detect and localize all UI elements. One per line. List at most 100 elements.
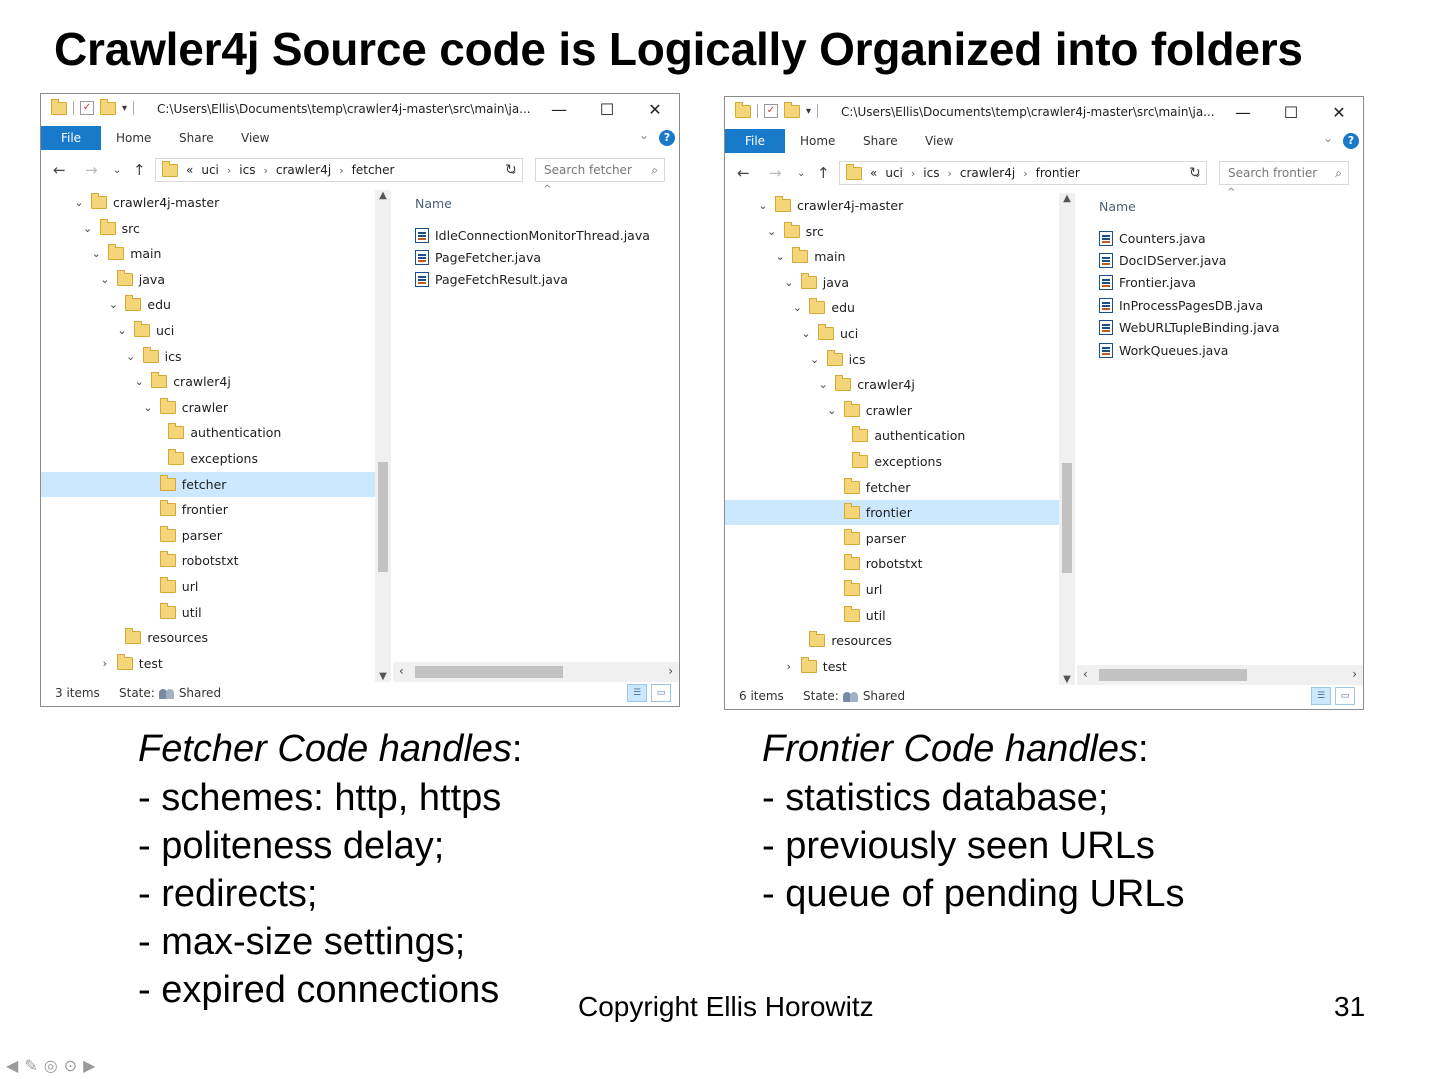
file-item[interactable]: WorkQueues.java (1099, 339, 1228, 361)
tree-item-crawler[interactable]: ⌄crawler (41, 395, 375, 420)
tree-item-crawler4j[interactable]: ⌄crawler4j (725, 372, 1059, 397)
search-input[interactable]: Search frontier ⌕ (1219, 161, 1349, 185)
tree-item-test[interactable]: ›test (41, 651, 375, 676)
refresh-icon[interactable]: ↻ (505, 162, 517, 178)
breadcrumb-item[interactable]: uci (201, 163, 219, 177)
chevron-down-icon[interactable]: ⌄ (775, 250, 785, 264)
chevron-right-icon[interactable]: › (1023, 166, 1028, 180)
tab-share[interactable]: Share (863, 134, 898, 148)
details-view-icon[interactable]: ☰ (1311, 687, 1331, 705)
tab-home[interactable]: Home (800, 134, 836, 148)
tree-item-main[interactable]: ⌄main (41, 241, 375, 266)
tab-home[interactable]: Home (116, 131, 152, 145)
tree-item-test[interactable]: ›test (725, 654, 1059, 679)
tree-scrollbar[interactable]: ▲ ▼ (375, 190, 391, 682)
tree-scrollbar[interactable]: ▲ ▼ (1059, 193, 1075, 685)
tree-item-ics[interactable]: ⌄ics (725, 347, 1059, 372)
previous-slide-icon[interactable]: ◀ (6, 1058, 19, 1075)
tree-item-java[interactable]: ⌄java (41, 267, 375, 292)
file-item[interactable]: DocIDServer.java (1099, 249, 1226, 271)
chevron-down-icon[interactable]: ⌄ (818, 378, 828, 392)
back-arrow-icon[interactable]: ← (53, 161, 66, 179)
chevron-down-icon[interactable]: ⌄ (117, 324, 127, 337)
large-icons-view-icon[interactable]: ▭ (651, 684, 671, 702)
file-item[interactable]: PageFetcher.java (415, 246, 541, 268)
tree-item-parser[interactable]: parser (725, 526, 1059, 551)
scrollbar-thumb[interactable] (1099, 669, 1247, 681)
new-folder-icon[interactable] (100, 98, 116, 115)
file-item[interactable]: Counters.java (1099, 227, 1206, 249)
scroll-right-icon[interactable]: › (1352, 667, 1357, 681)
address-bar[interactable]: « uci › ics › crawler4j › frontier ⌄ (839, 161, 1207, 185)
chevron-right-icon[interactable]: › (339, 163, 344, 177)
file-item[interactable]: IdleConnectionMonitorThread.java (415, 224, 650, 246)
chevron-down-icon[interactable]: ⌄ (143, 400, 153, 414)
tab-file[interactable]: File (725, 129, 785, 153)
file-item[interactable]: WebURLTupleBinding.java (1099, 317, 1280, 339)
forward-arrow-icon[interactable]: → (85, 161, 98, 179)
slide-sorter-icon[interactable]: ◎ (43, 1058, 58, 1075)
scroll-up-icon[interactable]: ▲ (379, 190, 387, 201)
tree-item-frontier[interactable]: frontier (725, 500, 1059, 526)
large-icons-view-icon[interactable]: ▭ (1335, 687, 1355, 705)
scroll-down-icon[interactable]: ▼ (1063, 674, 1071, 685)
chevron-down-icon[interactable]: ⌄ (766, 224, 777, 238)
chevron-down-icon[interactable]: ⌄ (125, 349, 136, 363)
scrollbar-thumb[interactable] (415, 666, 563, 678)
scroll-up-icon[interactable]: ▲ (1063, 193, 1071, 204)
breadcrumb-item[interactable]: ics (923, 166, 940, 180)
chevron-down-icon[interactable]: ⌄ (508, 163, 518, 177)
scrollbar-thumb[interactable] (1062, 463, 1072, 573)
tree-item-resources[interactable]: resources (725, 628, 1059, 653)
breadcrumb-item[interactable]: frontier (1035, 166, 1080, 180)
tree-item-frontier[interactable]: frontier (41, 497, 375, 522)
tree-item-src[interactable]: ⌄src (41, 216, 375, 241)
tree-item-util[interactable]: util (725, 603, 1059, 628)
chevron-down-icon[interactable]: ⌄ (82, 221, 93, 235)
horizontal-scrollbar[interactable]: ‹ › (393, 662, 679, 682)
horizontal-scrollbar[interactable]: ‹ › (1077, 665, 1363, 685)
breadcrumb-overflow[interactable]: « (870, 166, 878, 180)
address-bar[interactable]: « uci › ics › crawler4j › fetcher ⌄ (155, 158, 523, 182)
chevron-down-icon[interactable]: ⌄ (784, 275, 794, 289)
details-view-icon[interactable]: ☰ (627, 684, 647, 702)
tree-item-util[interactable]: util (41, 600, 375, 625)
pen-icon[interactable]: ✎ (24, 1058, 38, 1075)
chevron-down-icon[interactable]: ⌄ (792, 301, 802, 315)
maximize-button[interactable]: ☐ (1283, 102, 1299, 122)
tree-item-fetcher[interactable]: fetcher (41, 471, 375, 497)
more-options-icon[interactable]: ⊙ (63, 1058, 78, 1075)
back-arrow-icon[interactable]: ← (737, 164, 750, 182)
search-input[interactable]: Search fetcher ⌕ (535, 158, 665, 182)
expand-ribbon-icon[interactable]: ⌄ (638, 128, 649, 142)
breadcrumb-item[interactable]: fetcher (351, 163, 395, 177)
file-item[interactable]: Frontier.java (1099, 272, 1196, 294)
tree-item-resources[interactable]: resources (41, 625, 375, 650)
breadcrumb-item[interactable]: crawler4j (959, 166, 1016, 180)
scroll-right-icon[interactable]: › (668, 664, 673, 678)
scroll-left-icon[interactable]: ‹ (1083, 667, 1088, 681)
folder-icon[interactable] (735, 101, 751, 118)
recent-locations-icon[interactable]: ⌄ (797, 168, 806, 179)
tree-item-crawler4j-master[interactable]: ⌄crawler4j-master (725, 193, 1059, 218)
tree-item-url[interactable]: url (725, 577, 1059, 602)
up-arrow-icon[interactable]: ↑ (133, 161, 146, 179)
refresh-icon[interactable]: ↻ (1189, 165, 1201, 181)
chevron-down-icon[interactable]: ⌄ (758, 199, 768, 212)
tree-item-authentication[interactable]: authentication (41, 420, 375, 445)
file-item[interactable]: PageFetchResult.java (415, 269, 568, 291)
tree-item-uci[interactable]: ⌄uci (41, 318, 375, 343)
customize-toolbar-icon[interactable]: ▾ (806, 105, 812, 117)
tree-item-parser[interactable]: parser (41, 523, 375, 548)
chevron-right-icon[interactable]: › (910, 166, 916, 180)
tree-item-ics[interactable]: ⌄ics (41, 344, 375, 369)
breadcrumb-overflow[interactable]: « (186, 163, 194, 177)
tree-item-edu[interactable]: ⌄edu (725, 295, 1059, 320)
chevron-down-icon[interactable]: ⌄ (91, 247, 101, 261)
chevron-right-icon[interactable]: › (102, 656, 107, 670)
breadcrumb-item[interactable]: uci (885, 166, 903, 180)
chevron-down-icon[interactable]: ⌄ (1192, 166, 1202, 180)
chevron-right-icon[interactable]: › (786, 659, 791, 673)
chevron-down-icon[interactable]: ⌄ (827, 403, 837, 417)
tree-item-src[interactable]: ⌄src (725, 219, 1059, 244)
